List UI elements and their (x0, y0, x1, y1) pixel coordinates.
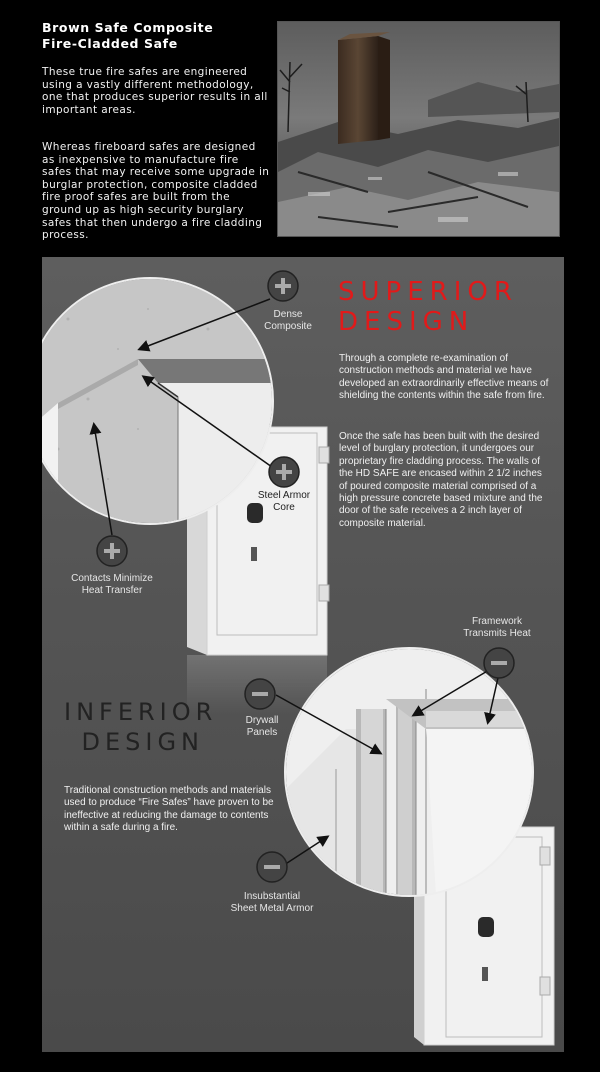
minus-circle-icon (244, 678, 276, 710)
dense-line-1: Dense (273, 309, 303, 320)
framework-line-2: Transmits Heat (463, 628, 531, 639)
superior-paragraph-1: Through a complete re-examination of con… (339, 353, 549, 402)
plus-circle-icon (267, 270, 299, 302)
superior-design-heading: SUPERIOR DESIGN (338, 277, 518, 337)
contacts-line-2: Heat Transfer (81, 585, 143, 596)
dense-line-2: Composite (264, 321, 312, 332)
sheet-metal-armor-label: Insubstantial Sheet Metal Armor (217, 891, 327, 915)
comparison-panel: Dense Composite Steel Armor Core Contact… (42, 257, 564, 1052)
superior-heading-line-1: SUPERIOR (338, 277, 518, 307)
plus-circle-icon (96, 535, 128, 567)
steel-armor-core-label: Steel Armor Core (242, 490, 326, 514)
superior-heading-line-2: DESIGN (338, 307, 475, 337)
sheet-line-1: Insubstantial (243, 891, 301, 902)
inferior-paragraph: Traditional construction methods and mat… (64, 785, 274, 834)
drywall-line-2: Panels (246, 727, 278, 738)
intro-paragraph-1: These true fire safes are engineered usi… (42, 66, 268, 116)
minus-circle-icon (483, 647, 515, 679)
page-title: Brown Safe Composite Fire-Cladded Safe (42, 20, 272, 52)
inferior-heading-line-1: INFERIOR (64, 698, 218, 726)
dense-composite-label: Dense Composite (248, 309, 328, 333)
burned-house-safe-photo (277, 21, 560, 237)
superior-paragraph-2: Once the safe has been built with the de… (339, 431, 543, 529)
framework-line-1: Framework (471, 616, 522, 627)
contacts-line-1: Contacts Minimize (71, 573, 153, 584)
steel-line-2: Core (273, 502, 295, 513)
intro-paragraph-2: Whereas fireboard safes are designed as … (42, 141, 270, 242)
drywall-panels-label: Drywall Panels (232, 715, 292, 739)
title-line-2: Fire-Cladded Safe (42, 36, 178, 51)
framework-transmits-heat-label: Framework Transmits Heat (452, 616, 542, 640)
sheet-line-2: Sheet Metal Armor (230, 903, 314, 914)
title-line-1: Brown Safe Composite (42, 20, 214, 35)
contacts-minimize-label: Contacts Minimize Heat Transfer (57, 573, 167, 597)
superior-callout-arrows (89, 298, 273, 536)
steel-line-1: Steel Armor (257, 490, 311, 501)
drywall-line-1: Drywall (245, 715, 279, 726)
minus-circle-icon (256, 851, 288, 883)
inferior-design-heading: INFERIOR DESIGN (64, 697, 218, 757)
plus-circle-icon (268, 456, 300, 488)
inferior-heading-line-2: DESIGN (81, 728, 204, 756)
